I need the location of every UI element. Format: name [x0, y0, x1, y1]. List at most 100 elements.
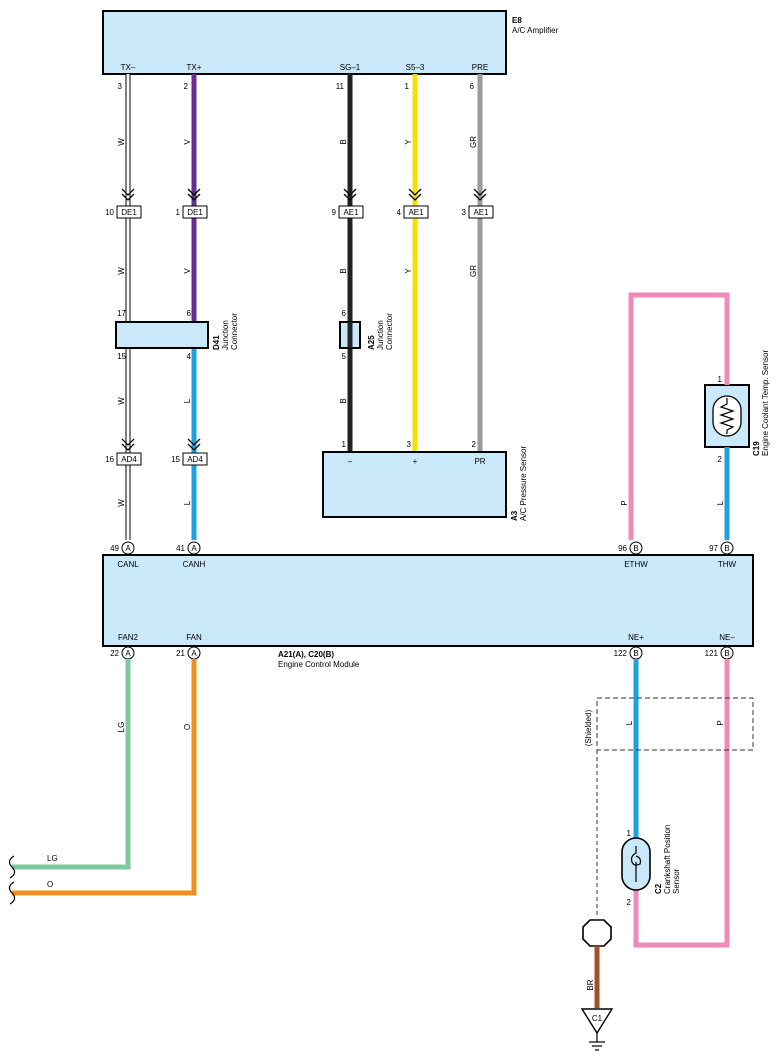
c2-line1: Crankshaft Position: [663, 825, 672, 894]
a25-pin-6: 6: [342, 309, 347, 318]
ecm-bottom-pins: [121, 646, 734, 660]
ac-pin-2: 2: [184, 82, 189, 91]
wire-fan2: [12, 659, 131, 870]
a3-term-pr: PR: [474, 457, 485, 466]
d41-line2: Connector: [230, 313, 239, 350]
wire-label-y-1: Y: [404, 139, 413, 145]
wire-label-w-2: W: [117, 267, 126, 275]
a3-name: A/C Pressure Sensor: [519, 446, 528, 521]
c2-line2: Sensor: [672, 868, 681, 894]
ac-pin-1: 1: [405, 82, 410, 91]
output-lg: LG: [47, 854, 58, 863]
connector-ae1-a: AE1: [343, 208, 359, 217]
ecm-top-side-4: B: [724, 544, 729, 553]
ecm-term-fan2: FAN2: [118, 633, 139, 642]
ecm-term-canl: CANL: [117, 560, 139, 569]
ac-amplifier-box: [102, 10, 507, 75]
break-mark-o: [8, 881, 16, 905]
ecm-pin-97: 97: [709, 544, 718, 553]
c19-pin-2: 2: [718, 455, 723, 464]
ecm-name: Engine Control Module: [278, 660, 360, 669]
ecm-term-ethw: ETHW: [624, 560, 648, 569]
ecm-code: A21(A), C20(B): [278, 650, 334, 659]
ac-term-tx-minus: TX–: [121, 63, 136, 72]
ecm-pin-21: 21: [176, 649, 185, 658]
wire-label-b-2: B: [339, 268, 348, 273]
a25-line1: Junction: [376, 320, 385, 350]
ecm-pin-122: 122: [614, 649, 628, 658]
ecm-pin-49: 49: [110, 544, 119, 553]
crank-sensor: [621, 837, 651, 891]
c19-name: Engine Coolant Temp. Sensor: [761, 350, 770, 456]
ecm-box: [102, 554, 754, 647]
output-o: O: [47, 880, 53, 889]
ac-amplifier-code: E8: [512, 16, 522, 25]
ae1-pin-9: 9: [332, 208, 337, 217]
a3-pin-1: 1: [342, 440, 347, 449]
ecm-top-side-1: A: [125, 544, 131, 553]
wire-label-br: BR: [586, 979, 595, 990]
a25-code: A25: [367, 335, 376, 350]
d41-line1: Junction: [221, 320, 230, 350]
connector-ad4-b: AD4: [187, 455, 203, 464]
connector-de1-a: DE1: [121, 208, 137, 217]
a25-pin-5: 5: [342, 352, 347, 361]
ecm-pin-121: 121: [705, 649, 719, 658]
wire-fan: [12, 659, 197, 896]
wire-label-y-2: Y: [404, 268, 413, 274]
ecm-bottom-side-1: A: [125, 649, 131, 658]
shield-box: [596, 697, 754, 751]
wire-label-w-4: W: [117, 499, 126, 507]
ac-term-sg1: SG–1: [340, 63, 361, 72]
connector-ad4: [116, 438, 208, 466]
ac-pin-11: 11: [336, 82, 345, 91]
ae1-pin-4: 4: [397, 208, 402, 217]
ecm-pin-41: 41: [176, 544, 185, 553]
de1-pin-1: 1: [176, 208, 181, 217]
ac-pin-6: 6: [470, 82, 475, 91]
ecm-top-side-3: B: [633, 544, 638, 553]
coolant-sensor: [704, 375, 750, 455]
ecm-pin-96: 96: [618, 544, 627, 553]
junction-d41-box: [115, 321, 209, 349]
d41-code: D41: [212, 335, 221, 350]
pressure-sensor-box: [322, 451, 507, 518]
a3-term-plus: +: [413, 457, 418, 466]
break-mark-lg: [8, 855, 16, 879]
c2-pin-2: 2: [627, 898, 632, 907]
wire-label-p-ne: P: [716, 720, 725, 725]
c19-code: C19: [752, 441, 761, 456]
ac-term-tx-plus: TX+: [187, 63, 202, 72]
ad4-pin-15: 15: [171, 455, 180, 464]
d41-pin-17: 17: [117, 309, 126, 318]
c19-pin-1: 1: [718, 375, 723, 384]
d41-pin-4: 4: [187, 352, 192, 361]
ad4-pin-16: 16: [105, 455, 114, 464]
a3-code: A3: [510, 510, 519, 521]
c2-pin-1: 1: [627, 829, 632, 838]
wire-ethw: [628, 292, 730, 540]
connector-de1-ae1: [116, 188, 494, 219]
a3-pin-3: 3: [407, 440, 412, 449]
d41-pin-6: 6: [187, 309, 192, 318]
ecm-bottom-side-4: B: [724, 649, 729, 658]
wire-label-w-3: W: [117, 397, 126, 405]
earth-ground-icon: [589, 1033, 605, 1051]
wire-label-o: O: [183, 724, 192, 730]
ecm-bottom-side-2: A: [191, 649, 197, 658]
wire-label-lg: LG: [117, 722, 126, 733]
ground-triangle-icon: [580, 1008, 614, 1035]
a25-line2: Connector: [385, 313, 394, 350]
wire-label-b-1: B: [339, 139, 348, 144]
a3-term-minus: –: [348, 457, 353, 466]
wire-label-v-2: V: [183, 268, 192, 274]
wire-label-l-ne: L: [625, 720, 634, 725]
ecm-term-ne-minus: NE–: [719, 633, 735, 642]
shielded-label: (Shielded): [584, 709, 593, 746]
connector-ad4-a: AD4: [121, 455, 137, 464]
wire-label-l-3: L: [183, 398, 192, 403]
wire-label-b-3: B: [339, 398, 348, 403]
connector-ae1-b: AE1: [408, 208, 424, 217]
ecm-top-side-2: A: [191, 544, 197, 553]
